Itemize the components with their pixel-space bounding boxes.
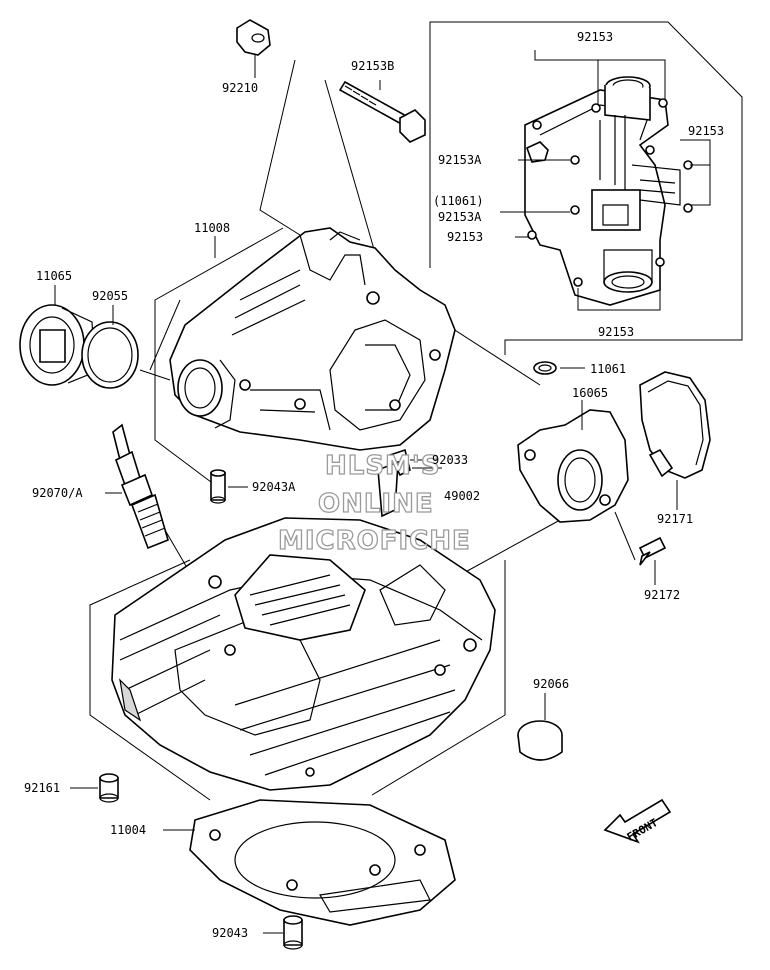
clamp-92171-illustration: [639, 371, 711, 479]
part-label-92172: 92172: [644, 588, 680, 602]
plug-92066-illustration: [517, 720, 563, 761]
part-label-11061: 11061: [590, 362, 626, 376]
part-label-92161: 92161: [24, 781, 60, 795]
front-arrow-indicator: FRONT: [603, 798, 672, 844]
part-label-92153a-1: 92153A: [438, 153, 482, 167]
part-label-92210: 92210: [222, 81, 258, 95]
part-label-11008: 11008: [194, 221, 230, 235]
cylinder-head-illustration: [169, 227, 456, 451]
part-label-92153a-2: 92153A: [438, 210, 482, 224]
part-label-11004: 11004: [110, 823, 146, 837]
part-labels: 92210 92153B 11008 11065 92055 92070/A 9…: [24, 30, 724, 940]
watermark-line-3: MICROFICHE: [278, 526, 471, 556]
part-label-92070a: 92070/A: [32, 486, 83, 500]
part-label-92153b: 92153B: [351, 59, 394, 73]
part-label-92043: 92043: [212, 926, 248, 940]
part-label-92153-left: 92153: [447, 230, 483, 244]
part-label-92055: 92055: [92, 289, 128, 303]
gasket-11004-illustration: [189, 799, 456, 926]
valve-guide-illustration: [377, 448, 411, 518]
part-label-92153-bottom: 92153: [598, 325, 634, 339]
leader-lines: [54, 50, 711, 934]
part-label-92033: 92033: [432, 453, 468, 467]
watermark-line-1: HLSM'S: [325, 451, 441, 481]
cam-cover-illustration: [524, 76, 693, 306]
cap-92210-illustration: [236, 19, 271, 56]
oring-92055-illustration: [81, 321, 139, 389]
dowel-92043-illustration: [283, 915, 303, 950]
part-label-11065: 11065: [36, 269, 72, 283]
part-label-92153-top: 92153: [577, 30, 613, 44]
part-label-49002: 49002: [444, 489, 480, 503]
watermark: HLSM'S ONLINE MICROFICHE: [277, 450, 471, 556]
holder-16065-illustration: [517, 409, 629, 523]
part-label-92043a: 92043A: [252, 480, 296, 494]
frame-lines: [89, 21, 743, 801]
watermark-line-2: ONLINE: [318, 489, 434, 519]
bolt-92153b-illustration: [338, 80, 426, 143]
part-label-11061-paren: (11061): [433, 194, 484, 208]
dowel-92043a-illustration: [210, 469, 226, 504]
screw-92172-illustration: [638, 536, 667, 566]
dowel-92161-illustration: [99, 773, 119, 803]
oring-11061-illustration: [533, 361, 557, 375]
part-label-92171: 92171: [657, 512, 693, 526]
cylinder-block-illustration: [111, 517, 496, 791]
part-label-92066: 92066: [533, 677, 569, 691]
spark-plug-illustration: [112, 423, 169, 550]
part-label-92153-right: 92153: [688, 124, 724, 138]
part-label-16065: 16065: [572, 386, 608, 400]
